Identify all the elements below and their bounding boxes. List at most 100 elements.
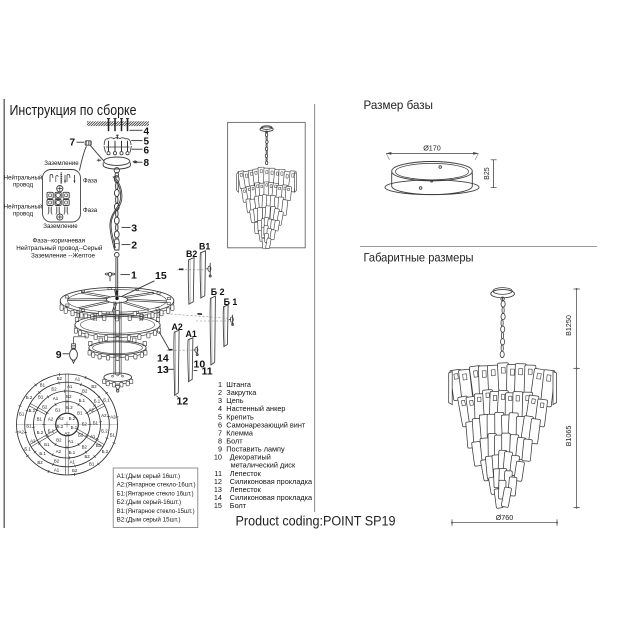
svg-text:Поставить лампу: Поставить лампу (226, 445, 285, 454)
svg-text:А1: А1 (54, 467, 60, 472)
svg-text:А1:(Дым серый 16шт.): А1:(Дым серый 16шт.) (117, 472, 181, 480)
svg-text:Б.1: Б.1 (48, 429, 55, 434)
svg-text:11: 11 (202, 366, 213, 378)
svg-text:B1065: B1065 (564, 426, 573, 447)
svg-text:Б1: Б1 (44, 442, 50, 447)
svg-text:Б2: Б2 (51, 386, 57, 391)
svg-text:А2: А2 (30, 439, 36, 444)
svg-text:Б2:(Дым серый-16шт.): Б2:(Дым серый-16шт.) (117, 498, 182, 506)
svg-text:3: 3 (218, 396, 222, 405)
svg-text:Б.1: Б.1 (69, 450, 76, 455)
svg-text:9: 9 (56, 349, 62, 361)
svg-text:Б.2: Б.2 (101, 429, 108, 434)
svg-text:А2: А2 (64, 431, 70, 436)
svg-text:14: 14 (157, 353, 169, 365)
svg-text:В2: В2 (54, 459, 60, 464)
svg-text:Штанга: Штанга (226, 380, 252, 389)
svg-text:Б.1: Б.1 (71, 425, 78, 430)
svg-text:А2: А2 (110, 414, 116, 419)
svg-text:Б.1: Б.1 (94, 399, 101, 404)
svg-text:Б.2: Б.2 (102, 449, 109, 454)
svg-text:Нейтральный: Нейтральный (4, 204, 43, 211)
svg-text:12: 12 (177, 396, 189, 408)
svg-text:А1: А1 (67, 384, 73, 389)
svg-text:Силиконовая прокладка: Силиконовая прокладка (230, 493, 313, 502)
svg-text:Б2: Б2 (78, 433, 84, 438)
svg-text:Б.2: Б.2 (26, 395, 33, 400)
svg-text:металический диск: металический диск (231, 461, 296, 470)
svg-text:В1: В1 (40, 383, 46, 388)
svg-text:В1: В1 (96, 443, 102, 448)
svg-text:1: 1 (131, 270, 137, 282)
svg-text:4: 4 (144, 126, 150, 137)
svg-text:10: 10 (194, 359, 206, 371)
svg-text:Заземление: Заземление (44, 160, 79, 167)
svg-text:3: 3 (131, 222, 137, 234)
svg-text:В1: В1 (37, 417, 43, 422)
svg-text:Фаза: Фаза (83, 207, 98, 214)
svg-text:В1:(Янтарное стекло-15шт.): В1:(Янтарное стекло-15шт.) (117, 508, 195, 515)
svg-text:Крепить: Крепить (226, 412, 254, 421)
svg-text:12: 12 (214, 477, 222, 486)
svg-text:5: 5 (218, 412, 222, 421)
svg-text:Б2: Б2 (72, 468, 78, 473)
svg-text:А1: А1 (68, 439, 74, 444)
svg-text:Фаза: Фаза (83, 178, 98, 185)
svg-text:Болт: Болт (230, 501, 247, 510)
svg-text:Клемма: Клемма (226, 428, 254, 437)
svg-text:Настенный анкер: Настенный анкер (226, 404, 285, 413)
svg-text:5: 5 (144, 137, 150, 148)
svg-text:В2: В2 (82, 444, 88, 449)
svg-text:11: 11 (214, 469, 222, 478)
svg-text:Силиконовая прокладка: Силиконовая прокладка (230, 477, 313, 486)
svg-text:А1: А1 (75, 377, 81, 382)
svg-text:В1: В1 (77, 410, 83, 415)
svg-text:13: 13 (157, 364, 169, 376)
svg-text:А2: А2 (48, 417, 54, 422)
svg-text:13: 13 (214, 485, 222, 494)
svg-text:Цепь: Цепь (226, 396, 243, 405)
svg-text:15: 15 (214, 501, 222, 510)
svg-text:B1250: B1250 (564, 315, 573, 336)
svg-text:Б1: Б1 (19, 412, 25, 417)
svg-text:8: 8 (218, 437, 222, 446)
svg-text:А2: А2 (89, 408, 95, 413)
svg-text:Б1:(Янтарное стекло 16шт.): Б1:(Янтарное стекло 16шт.) (117, 490, 194, 497)
svg-text:1: 1 (218, 380, 222, 389)
svg-text:Декоратиый: Декоратиый (230, 453, 271, 462)
svg-text:Б.2: Б.2 (29, 408, 36, 413)
svg-text:9: 9 (218, 445, 222, 454)
svg-text:Б.1: Б.1 (24, 447, 31, 452)
svg-text:Лепесток: Лепесток (230, 469, 262, 478)
svg-text:Инструкция по сборке: Инструкция по сборке (10, 103, 137, 119)
svg-text:6: 6 (144, 145, 150, 156)
svg-text:A2: A2 (172, 322, 183, 332)
svg-text:В2: В2 (37, 460, 43, 465)
svg-text:8: 8 (144, 158, 150, 169)
svg-text:Б.2: Б.2 (37, 430, 44, 435)
svg-text:Б2: Б2 (57, 376, 63, 381)
svg-text:Б.2: Б.2 (57, 424, 64, 429)
svg-text:А1: А1 (53, 396, 59, 401)
svg-text:Ø170: Ø170 (423, 143, 441, 152)
svg-text:Б2: Б2 (84, 454, 90, 459)
svg-text:Б1: Б1 (93, 421, 99, 426)
svg-text:А2:(Янтарное стекло-16шт.): А2:(Янтарное стекло-16шт.) (117, 482, 196, 489)
svg-text:Нейтральный провод--Серый: Нейтральный провод--Серый (16, 244, 103, 252)
svg-text:7: 7 (70, 138, 76, 149)
svg-text:провод: провод (13, 211, 34, 218)
svg-text:Б1: Б1 (26, 423, 32, 428)
svg-text:провод: провод (13, 182, 34, 189)
svg-text:Ø760: Ø760 (496, 513, 514, 522)
svg-text:A1: A1 (186, 329, 197, 339)
svg-text:Б.1: Б.1 (103, 397, 110, 402)
svg-text:Заземление: Заземление (43, 223, 78, 230)
svg-text:Закрутка: Закрутка (226, 388, 257, 397)
svg-text:Б.2: Б.2 (66, 405, 73, 410)
svg-text:6: 6 (218, 420, 222, 429)
svg-text:А2: А2 (18, 430, 24, 435)
svg-text:В2: В2 (66, 394, 72, 399)
svg-text:B2: B2 (186, 249, 197, 259)
svg-text:Габаритные размеры: Габаритные размеры (364, 252, 474, 265)
svg-text:В1: В1 (89, 461, 95, 466)
